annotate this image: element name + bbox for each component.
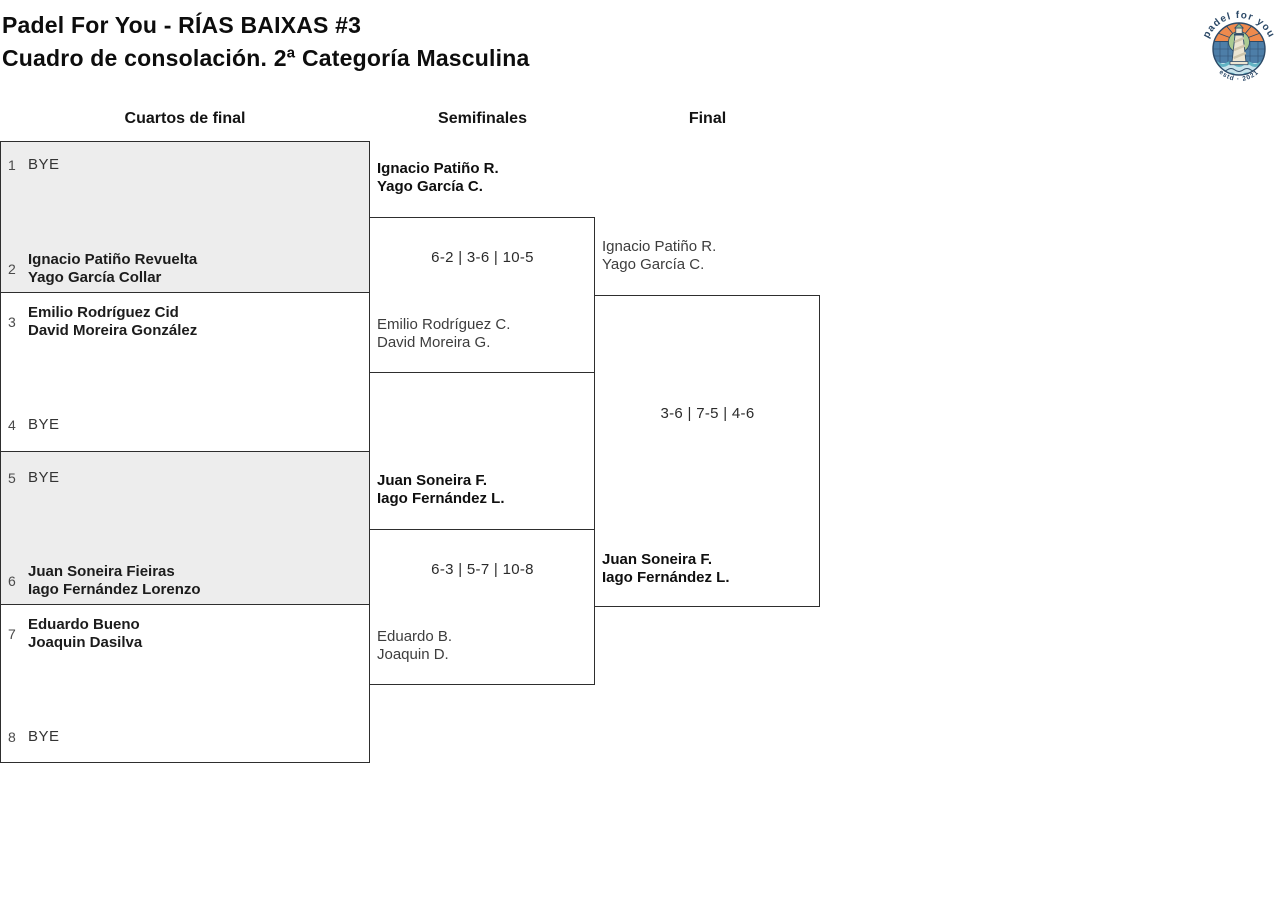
seed-number: 7 [8,626,16,642]
player-name: Ignacio Patiño Revuelta [28,251,198,268]
sf2-score: 6-3 | 5-7 | 10-8 [431,561,534,578]
qf-match-1-box [0,141,370,293]
qf-slot-6: 6 Juan Soneira Fieiras Iago Fernández Lo… [8,563,358,599]
player-name: Joaquin Dasilva [28,634,143,651]
sf1-top-team: Ignacio Patiño R. Yago García C. [377,160,499,196]
round-header-semifinales: Semifinales [438,110,527,127]
bye-label: BYE [28,156,60,173]
seed-number: 4 [8,417,16,433]
player-name: Ignacio Patiño R. [377,160,499,177]
qf-slot-1: 1 BYE [8,156,358,174]
final-match-box [594,295,820,607]
player-name: David Moreira González [28,322,198,339]
team-names: BYE [28,728,60,746]
team-names: BYE [28,156,60,174]
seed-number: 8 [8,729,16,745]
player-name: Eduardo Bueno [28,616,140,633]
final-top-team: Ignacio Patiño R. Yago García C. [602,238,716,274]
player-name: Joaquin D. [377,646,449,663]
player-name: Emilio Rodríguez C. [377,316,511,333]
player-name: Ignacio Patiño R. [602,238,717,255]
qf-slot-7: 7 Eduardo Bueno Joaquin Dasilva [8,616,358,652]
page-title: Padel For You - RÍAS BAIXAS #3 Cuadro de… [2,9,529,75]
sf2-bottom-team: Eduardo B. Joaquin D. [377,628,452,664]
final-score: 3-6 | 7-5 | 4-6 [660,405,755,422]
qf-slot-3: 3 Emilio Rodríguez Cid David Moreira Gon… [8,304,358,340]
player-name: Yago García C. [602,256,705,273]
lighthouse-illustration [1213,23,1265,75]
player-name: Emilio Rodríguez Cid [28,304,179,321]
qf-slot-4: 4 BYE [8,416,358,434]
tournament-title: Padel For You - RÍAS BAIXAS #3 [2,12,362,38]
team-names: Eduardo Bueno Joaquin Dasilva [28,616,142,652]
team-names: Emilio Rodríguez Cid David Moreira Gonzá… [28,304,197,340]
round-header-cuartos-de-final: Cuartos de final [124,110,246,127]
team-names: Juan Soneira Fieiras Iago Fernández Lore… [28,563,201,599]
bye-label: BYE [28,728,60,745]
seed-number: 5 [8,470,16,486]
bye-label: BYE [28,416,60,433]
qf-slot-2: 2 Ignacio Patiño Revuelta Yago García Co… [8,251,358,287]
team-names: BYE [28,416,60,434]
player-name: David Moreira G. [377,334,491,351]
player-name: Juan Soneira Fieiras [28,563,175,580]
player-name: Juan Soneira F. [602,551,713,568]
player-name: Eduardo B. [377,628,453,645]
seed-number: 1 [8,157,16,173]
sf-match-2-box [369,529,595,685]
player-name: Iago Fernández L. [377,490,505,507]
seed-number: 2 [8,261,16,277]
player-name: Yago García C. [377,178,483,195]
club-logo: padel for you estd · 2021 [1201,10,1276,83]
seed-number: 3 [8,314,16,330]
player-name: Juan Soneira F. [377,472,488,489]
final-winner-team: Juan Soneira F. Iago Fernández L. [602,551,730,587]
round-header-final: Final [688,110,727,127]
team-names: BYE [28,469,60,487]
sf1-score: 6-2 | 3-6 | 10-5 [431,249,534,266]
qf-slot-5: 5 BYE [8,469,358,487]
player-name: Yago García Collar [28,269,162,286]
team-names: Ignacio Patiño Revuelta Yago García Coll… [28,251,197,287]
sf2-top-team: Juan Soneira F. Iago Fernández L. [377,472,505,508]
bye-label: BYE [28,469,60,486]
player-name: Iago Fernández Lorenzo [28,581,201,598]
qf-slot-8: 8 BYE [8,728,358,746]
seed-number: 6 [8,573,16,589]
bracket-subtitle: Cuadro de consolación. 2ª Categoría Masc… [2,45,530,71]
sf1-bottom-team: Emilio Rodríguez C. David Moreira G. [377,316,510,352]
player-name: Iago Fernández L. [602,569,730,586]
